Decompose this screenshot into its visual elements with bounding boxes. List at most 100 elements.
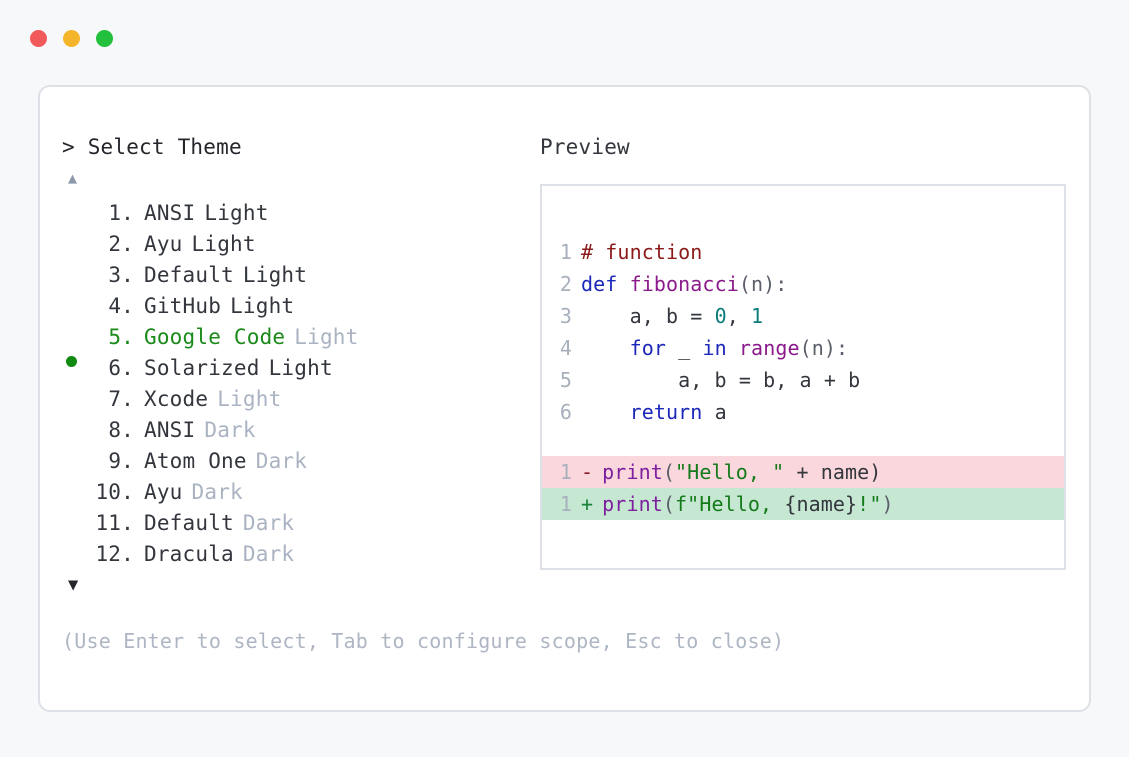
theme-list-item[interactable]: 2. Ayu Light [62,229,522,260]
code-token: print [602,492,663,516]
code-token: ( [662,492,676,516]
prompt-spacer [75,135,88,159]
theme-item-number: 11. [95,511,134,535]
theme-item-name: Xcode [144,387,209,411]
code-line-text: # function [572,236,702,268]
theme-item-number: 2. [108,232,134,256]
theme-list-item[interactable]: 3. Default Light [62,260,522,291]
line-number: 1 [559,492,572,516]
theme-item-name: Google Code [144,325,286,349]
code-line-text: return a [572,396,727,428]
code-token: a [702,400,727,424]
theme-item-variant: Light [268,356,333,380]
code-token [727,336,739,360]
code-line: 4 for _ in range(n): [542,332,1064,364]
theme-item-variant: Dark [242,542,295,566]
theme-item-variant: Light [191,232,256,256]
code-token: fibonacci [629,272,739,296]
close-icon[interactable] [30,30,47,47]
code-line-text: a, b = b, a + b [572,364,860,396]
line-number: 2 [559,272,572,296]
theme-item-name: ANSI [144,418,196,442]
code-token: a, b = [581,304,715,328]
theme-item-number: 3. [108,263,134,287]
theme-item-variant: Dark [191,480,243,504]
code-line-text: for _ in range(n): [572,332,849,364]
line-number: 6 [559,400,572,424]
code-token: for [629,336,667,360]
line-number: 4 [559,336,572,360]
diff-minus-icon: - [581,460,594,484]
theme-item-number: 12. [95,542,134,566]
theme-list-item[interactable]: 12. Dracula Dark [62,539,522,570]
line-number: 1 [559,460,572,484]
theme-item-name: Ayu [144,232,183,256]
diff-plus-icon: + [581,492,594,516]
theme-item-name: ANSI [144,201,196,225]
code-line: 1 # function [542,236,1064,268]
scroll-down-icon[interactable]: ▼ [68,575,79,595]
theme-item-variant: Light [294,325,359,349]
code-token: print [602,460,663,484]
code-token: range [738,336,800,360]
window-titlebar [30,30,113,47]
diff-line-text: print(f"Hello, {name}!") [593,488,893,520]
theme-item-variant: Light [230,294,295,318]
theme-list-item[interactable]: 6. Solarized Light [62,353,522,384]
theme-item-name: Dracula [144,542,234,566]
code-token: + name) [784,460,882,484]
theme-item-name: Default [144,263,234,287]
theme-item-name: Atom One [144,449,247,473]
select-theme-prompt: > Select Theme [62,132,522,162]
theme-item-number: 5. [108,325,134,349]
theme-item-number: 7. [108,387,134,411]
diff-line-text: print("Hello, " + name) [593,456,881,488]
code-token: !" [857,492,882,516]
code-line: 6 return a [542,396,1064,428]
code-token [581,336,630,360]
code-token: f"Hello, [675,492,785,516]
scroll-up-icon[interactable]: ▲ [68,169,78,187]
code-token: # function [581,240,703,264]
code-token: , [726,304,752,328]
minimize-icon[interactable] [63,30,80,47]
preview-label: Preview [540,135,630,159]
theme-item-variant: Light [242,263,308,287]
code-token: _ [666,336,703,360]
theme-list-item[interactable]: 5. Google Code Light [62,322,522,367]
code-token: (n): [738,272,788,296]
code-line-text: def fibonacci(n): [572,268,787,300]
diff-removed-line: 1-print("Hello, " + name) [542,456,1064,488]
theme-item-number: 10. [95,480,134,504]
code-token: 0 [714,304,727,328]
theme-item-number: 8. [108,418,134,442]
theme-item-number: 6. [108,356,134,380]
code-token: ( [662,460,676,484]
line-number: 1 [559,240,572,264]
code-token: ) [881,492,894,516]
code-line: 5 a, b = b, a + b [542,364,1064,396]
keyboard-hint: (Use Enter to select, Tab to configure s… [62,629,785,653]
theme-item-name: Default [144,511,234,535]
code-token: "Hello, " [675,460,785,484]
code-line-text: a, b = 0, 1 [572,300,764,332]
maximize-icon[interactable] [96,30,113,47]
theme-item-name: Solarized [144,356,260,380]
selection-dot-icon [66,356,77,367]
code-gap [542,428,1064,456]
theme-item-number: 1. [108,201,134,225]
